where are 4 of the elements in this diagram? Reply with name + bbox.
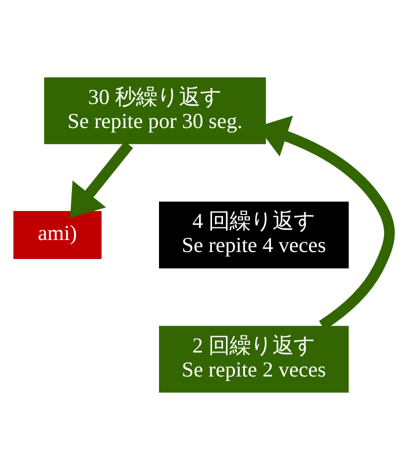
node-box: 4 回繰り返す Se repite 4 veces — [159, 201, 349, 268]
node-box: ami) — [13, 210, 102, 259]
node-box: 2 回繰り返す Se repite 2 veces — [159, 325, 349, 392]
node-box: 30 秒繰り返す Se repite por 30 seg. — [44, 76, 266, 144]
